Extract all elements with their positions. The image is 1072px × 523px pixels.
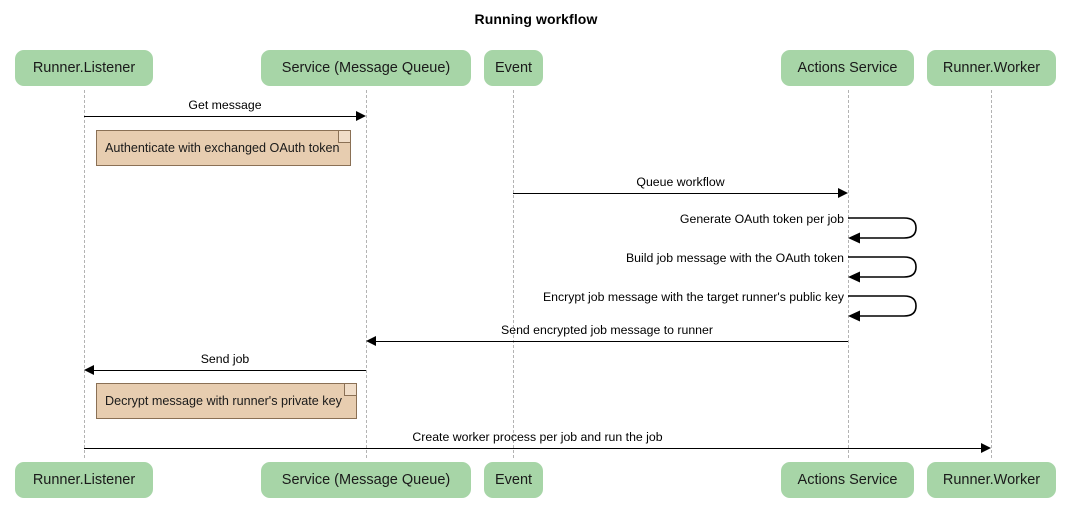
message-label: Queue workflow bbox=[636, 175, 725, 189]
participant-label: Service (Message Queue) bbox=[281, 60, 451, 76]
message-label: Get message bbox=[188, 98, 262, 112]
message-line bbox=[376, 341, 848, 342]
participant-label: Runner.Listener bbox=[32, 60, 136, 76]
participant-label: Runner.Listener bbox=[32, 472, 136, 488]
lifeline-runner-worker bbox=[991, 90, 992, 458]
message-label: Create worker process per job and run th… bbox=[412, 430, 663, 444]
message-line bbox=[84, 448, 981, 449]
participant-label: Event bbox=[494, 472, 533, 488]
note-text: Decrypt message with runner's private ke… bbox=[105, 394, 342, 408]
lifeline-event bbox=[513, 90, 514, 458]
lifeline-service-message-queue bbox=[366, 90, 367, 458]
note-fold-corner-icon bbox=[344, 384, 356, 396]
arrowhead-right-icon bbox=[981, 443, 991, 453]
participant-label: Event bbox=[494, 60, 533, 76]
participant-runner-worker-top[interactable]: Runner.Worker bbox=[927, 50, 1056, 86]
message-build-job-message-with-the-oauth-token[interactable]: Build job message with the OAuth token bbox=[626, 251, 926, 283]
participant-label: Actions Service bbox=[797, 472, 898, 488]
participant-runner-listener-bottom[interactable]: Runner.Listener bbox=[15, 462, 153, 498]
participant-runner-listener-top[interactable]: Runner.Listener bbox=[15, 50, 153, 86]
participant-event-bottom[interactable]: Event bbox=[484, 462, 543, 498]
message-line bbox=[94, 370, 366, 371]
page-title: Running workflow bbox=[474, 11, 598, 27]
lifeline-runner-listener bbox=[84, 90, 85, 458]
participant-actions-service-bottom[interactable]: Actions Service bbox=[781, 462, 914, 498]
arrowhead-right-icon bbox=[356, 111, 366, 121]
note-fold-corner-icon bbox=[338, 131, 350, 143]
arrowhead-left-icon bbox=[84, 365, 94, 375]
message-encrypt-job-message-with-the-target-runners-public-key[interactable]: Encrypt job message with the target runn… bbox=[543, 290, 926, 322]
message-line bbox=[513, 193, 838, 194]
message-label: Encrypt job message with the target runn… bbox=[542, 290, 844, 304]
participant-label: Actions Service bbox=[797, 60, 898, 76]
lifeline-actions-service bbox=[848, 90, 849, 458]
participant-label: Runner.Worker bbox=[942, 60, 1041, 76]
message-line bbox=[84, 116, 356, 117]
note-decrypt-message-with-runners-private-key: Decrypt message with runner's private ke… bbox=[96, 383, 357, 419]
note-text: Authenticate with exchanged OAuth token bbox=[105, 141, 340, 155]
message-label: Send job bbox=[200, 352, 250, 366]
participant-event-top[interactable]: Event bbox=[484, 50, 543, 86]
message-generate-oauth-token-per-job[interactable]: Generate OAuth token per job bbox=[680, 212, 926, 244]
participant-label: Runner.Worker bbox=[942, 472, 1041, 488]
arrowhead-left-icon bbox=[366, 336, 376, 346]
message-label: Send encrypted job message to runner bbox=[501, 323, 713, 337]
message-label: Generate OAuth token per job bbox=[679, 212, 844, 226]
arrowhead-right-icon bbox=[838, 188, 848, 198]
participant-label: Service (Message Queue) bbox=[281, 472, 451, 488]
participant-actions-service-top[interactable]: Actions Service bbox=[781, 50, 914, 86]
participant-service-message-queue-bottom[interactable]: Service (Message Queue) bbox=[261, 462, 471, 498]
participant-service-message-queue-top[interactable]: Service (Message Queue) bbox=[261, 50, 471, 86]
message-label: Build job message with the OAuth token bbox=[625, 251, 844, 265]
participant-runner-worker-bottom[interactable]: Runner.Worker bbox=[927, 462, 1056, 498]
note-authenticate-with-exchanged-oauth-token: Authenticate with exchanged OAuth token bbox=[96, 130, 351, 166]
